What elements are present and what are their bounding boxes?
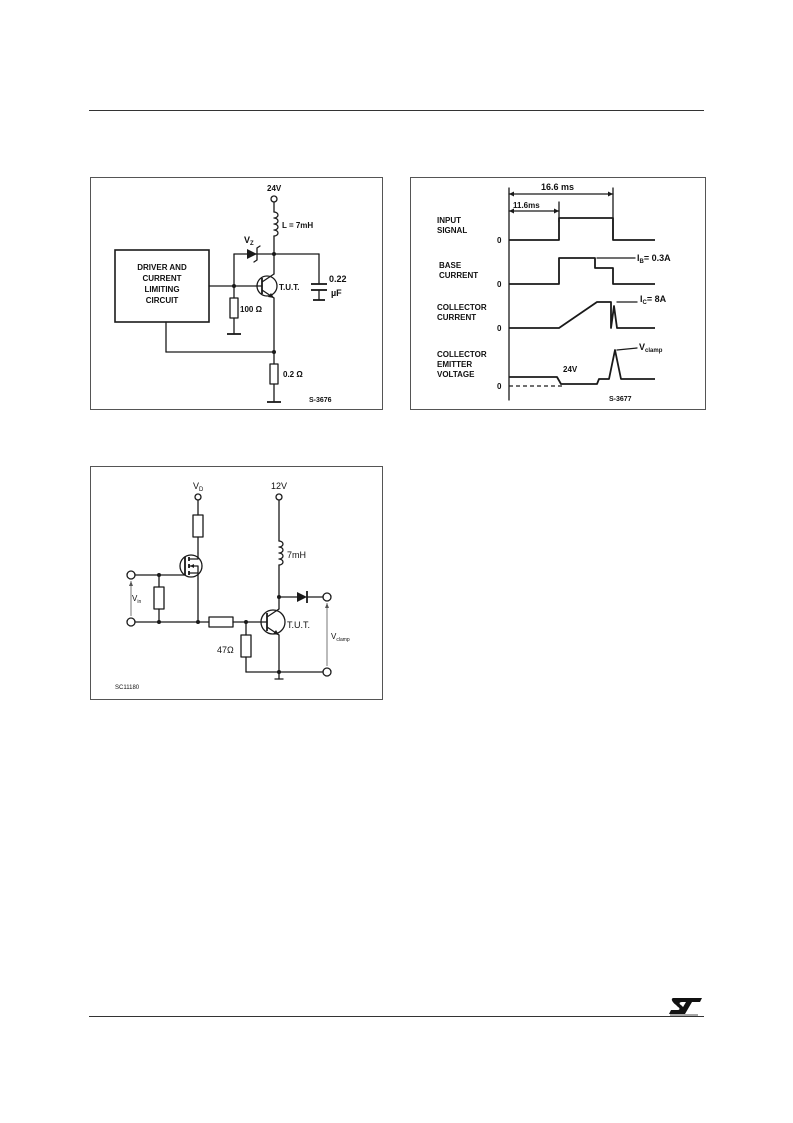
figure-code: SC11180 bbox=[115, 685, 140, 691]
vin-label: Vin bbox=[132, 594, 141, 605]
figure-test-circuit: 24V L = 7mH VZ 0.22 µF DRIVER AND CURREN… bbox=[90, 177, 383, 410]
figure-waveforms: 16.6 ms 11.6ms INPUT SIGNAL 0 BASE CURRE… bbox=[410, 177, 706, 410]
input-zero: 0 bbox=[497, 236, 502, 245]
figure-code: S-3677 bbox=[609, 396, 632, 403]
vclamp-label: Vclamp bbox=[639, 342, 663, 354]
transistor-label: T.U.T. bbox=[279, 283, 299, 292]
collector-current-waveform bbox=[509, 301, 655, 329]
base-resistor bbox=[229, 297, 239, 319]
supply-label: 24V bbox=[267, 184, 282, 193]
mosfet-symbol bbox=[179, 554, 203, 578]
supply-terminal bbox=[270, 195, 278, 203]
collector-zero: 0 bbox=[497, 324, 502, 333]
header-rule bbox=[89, 110, 704, 111]
vce-label-line3: VOLTAGE bbox=[437, 370, 475, 379]
base-resistor-label: 100 Ω bbox=[240, 305, 263, 314]
driver-label-line4: CIRCUIT bbox=[146, 296, 179, 305]
output-terminal-top bbox=[322, 592, 332, 602]
resistor-label: 47Ω bbox=[217, 645, 234, 655]
driver-label-line1: DRIVER AND bbox=[137, 263, 187, 272]
base-current-waveform bbox=[509, 257, 655, 285]
waveform-diagram: 16.6 ms 11.6ms INPUT SIGNAL 0 BASE CURRE… bbox=[437, 182, 671, 403]
ic-label: IC= 8A bbox=[640, 294, 667, 306]
input-terminal-top bbox=[126, 570, 136, 580]
inductor bbox=[273, 211, 279, 237]
inductor-label: L = 7mH bbox=[282, 221, 313, 230]
input-terminal-bottom bbox=[126, 617, 136, 627]
inductor bbox=[278, 540, 284, 566]
vce-waveform bbox=[509, 349, 655, 385]
base-emitter-resistor bbox=[240, 634, 252, 658]
capacitor-value: 0.22 bbox=[329, 274, 347, 284]
supply-label: 12V bbox=[271, 481, 287, 491]
input-waveform bbox=[509, 217, 655, 241]
zener-diode bbox=[247, 249, 257, 259]
input-label-line1: INPUT bbox=[437, 216, 461, 225]
vd-terminal bbox=[194, 493, 202, 501]
figure-clamp-circuit: VD Vin 47Ω 12V 7mH Vclamp bbox=[90, 466, 383, 700]
period-label: 16.6 ms bbox=[541, 182, 574, 192]
emitter-resistor bbox=[269, 363, 279, 385]
collector-label-line2: CURRENT bbox=[437, 313, 476, 322]
footer-rule bbox=[89, 1016, 704, 1017]
gate-resistor bbox=[153, 586, 165, 610]
inductor-label: 7mH bbox=[287, 550, 306, 560]
input-label-line2: SIGNAL bbox=[437, 226, 467, 235]
series-resistor bbox=[208, 616, 234, 628]
zener-label: VZ bbox=[244, 235, 254, 247]
vce-supply-label: 24V bbox=[563, 365, 578, 374]
ib-label: IB= 0.3A bbox=[637, 253, 671, 265]
emitter-resistor-label: 0.2 Ω bbox=[283, 370, 303, 379]
vce-zero: 0 bbox=[497, 382, 502, 391]
capacitor-unit: µF bbox=[331, 288, 342, 298]
base-label-line1: BASE bbox=[439, 261, 462, 270]
transistor-label: T.U.T. bbox=[287, 620, 310, 630]
collector-label-line1: COLLECTOR bbox=[437, 303, 487, 312]
clamp-circuit-schematic: VD Vin 47Ω 12V 7mH Vclamp bbox=[115, 481, 350, 691]
base-label-line2: CURRENT bbox=[439, 271, 478, 280]
vce-label-line2: EMITTER bbox=[437, 360, 472, 369]
vd-label: VD bbox=[193, 481, 204, 493]
st-logo-icon bbox=[669, 998, 702, 1016]
vclamp-label: Vclamp bbox=[331, 632, 350, 643]
driver-label-line2: CURRENT bbox=[142, 274, 181, 283]
ontime-label: 11.6ms bbox=[513, 201, 540, 210]
vce-label-line1: COLLECTOR bbox=[437, 350, 487, 359]
drain-resistor bbox=[192, 514, 204, 538]
figure-code: S-3676 bbox=[309, 397, 332, 404]
base-zero: 0 bbox=[497, 280, 502, 289]
clamp-diode bbox=[297, 592, 307, 602]
supply-terminal bbox=[275, 493, 283, 501]
driver-label-line3: LIMITING bbox=[144, 285, 179, 294]
circuit-schematic: 24V L = 7mH VZ 0.22 µF DRIVER AND CURREN… bbox=[114, 184, 347, 404]
output-terminal-bottom bbox=[322, 667, 332, 677]
